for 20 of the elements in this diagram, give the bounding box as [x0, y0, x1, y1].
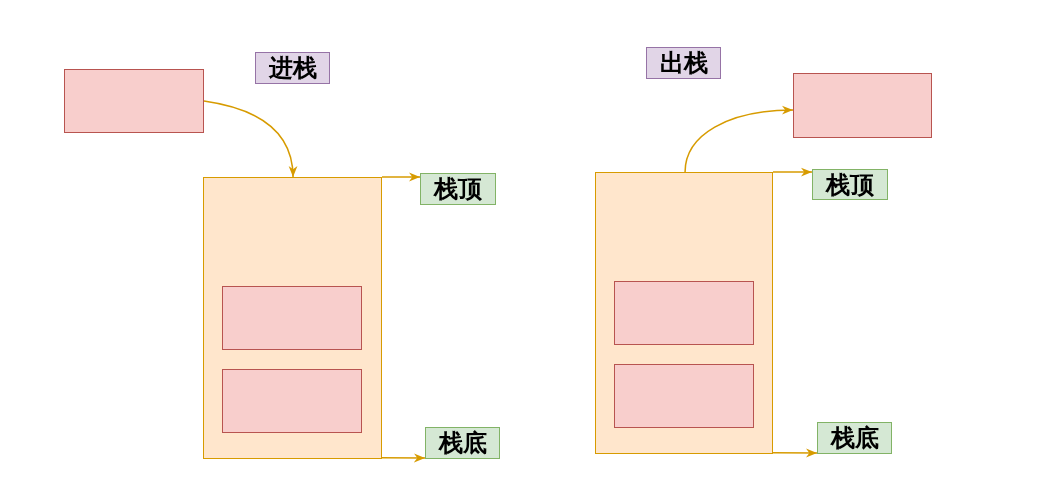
stack-item-block — [614, 281, 754, 345]
position-label: 栈顶 — [420, 173, 496, 205]
position-label: 栈底 — [425, 427, 500, 459]
stack-item-block — [222, 286, 362, 350]
curved-arrow — [203, 100, 297, 178]
stack-item-block — [222, 369, 362, 433]
stack-item-block — [793, 73, 932, 138]
stack-item-block — [64, 69, 204, 133]
stack-container — [203, 177, 382, 459]
curved-arrow — [684, 106, 794, 173]
arrow — [381, 453, 426, 463]
arrow — [772, 448, 818, 458]
operation-label: 出栈 — [646, 47, 721, 79]
operation-label: 进栈 — [255, 52, 330, 84]
stack-container — [595, 172, 773, 454]
position-label: 栈顶 — [812, 169, 888, 200]
stack-item-block — [614, 364, 754, 428]
arrow — [381, 172, 421, 182]
position-label: 栈底 — [817, 422, 892, 454]
arrow — [772, 167, 813, 177]
